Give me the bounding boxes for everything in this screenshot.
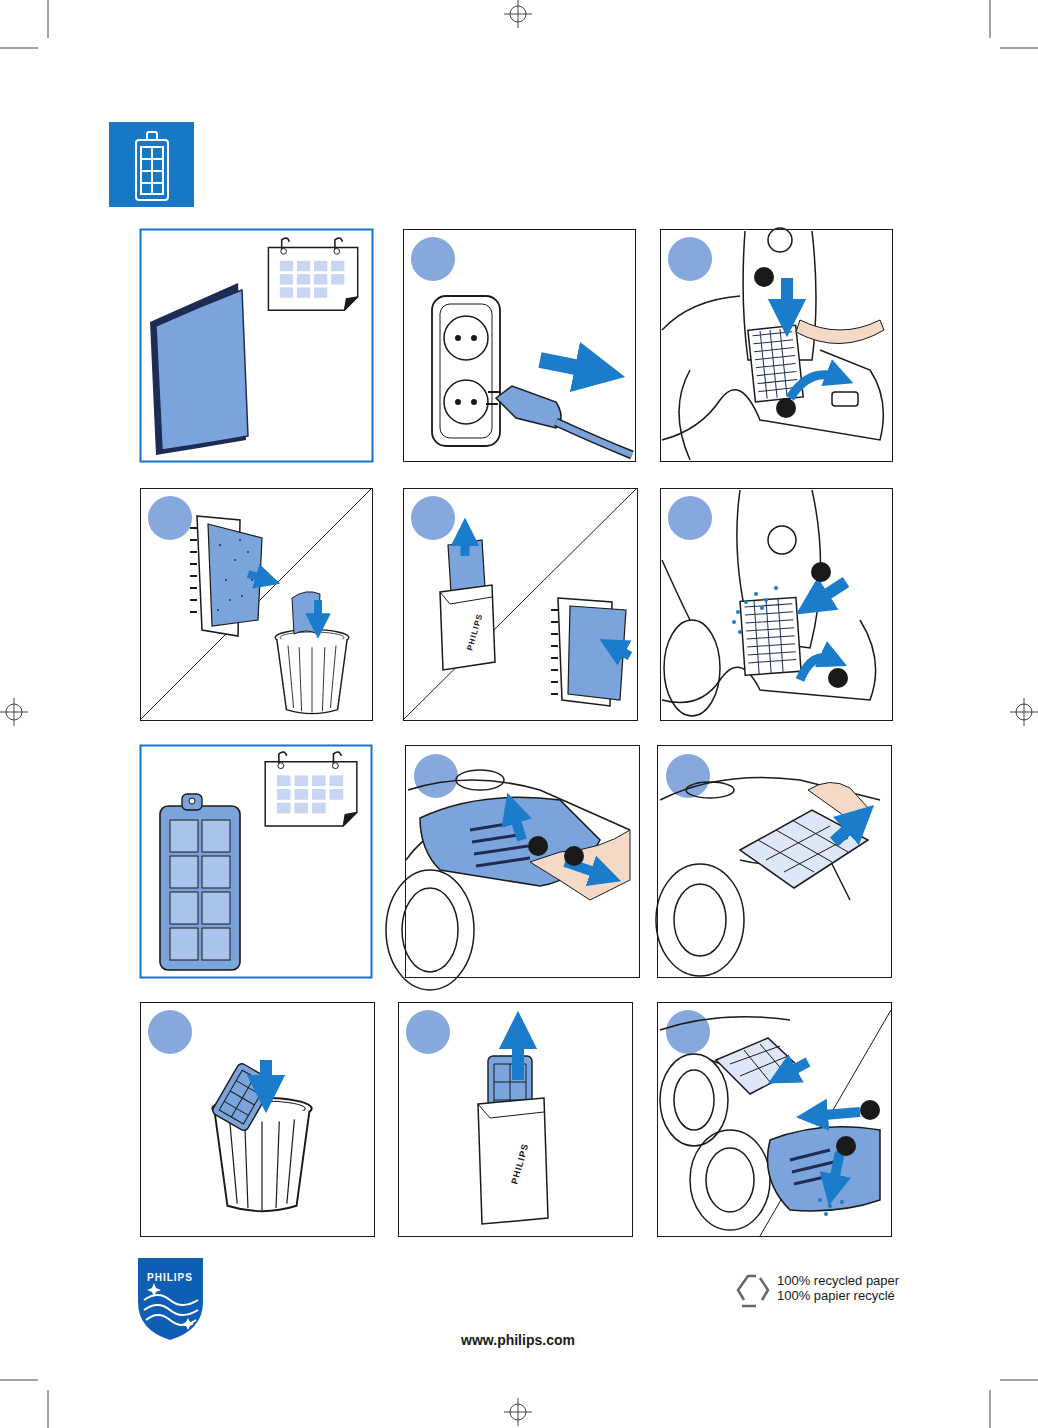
label-holder: 100% recycled paper: [777, 1271, 899, 1289]
label-holder: PHILIPS: [147, 1267, 193, 1285]
label-holder: 100% papier recyclé: [777, 1286, 895, 1304]
recycled-note: 100% recycled paper: [777, 1274, 899, 1288]
website-url: www.philips.com: [461, 1333, 575, 1348]
logo-wordmark: PHILIPS: [147, 1272, 193, 1283]
recycled-note: 100% papier recyclé: [777, 1289, 895, 1303]
label-holder: www.philips.com: [461, 1331, 575, 1349]
